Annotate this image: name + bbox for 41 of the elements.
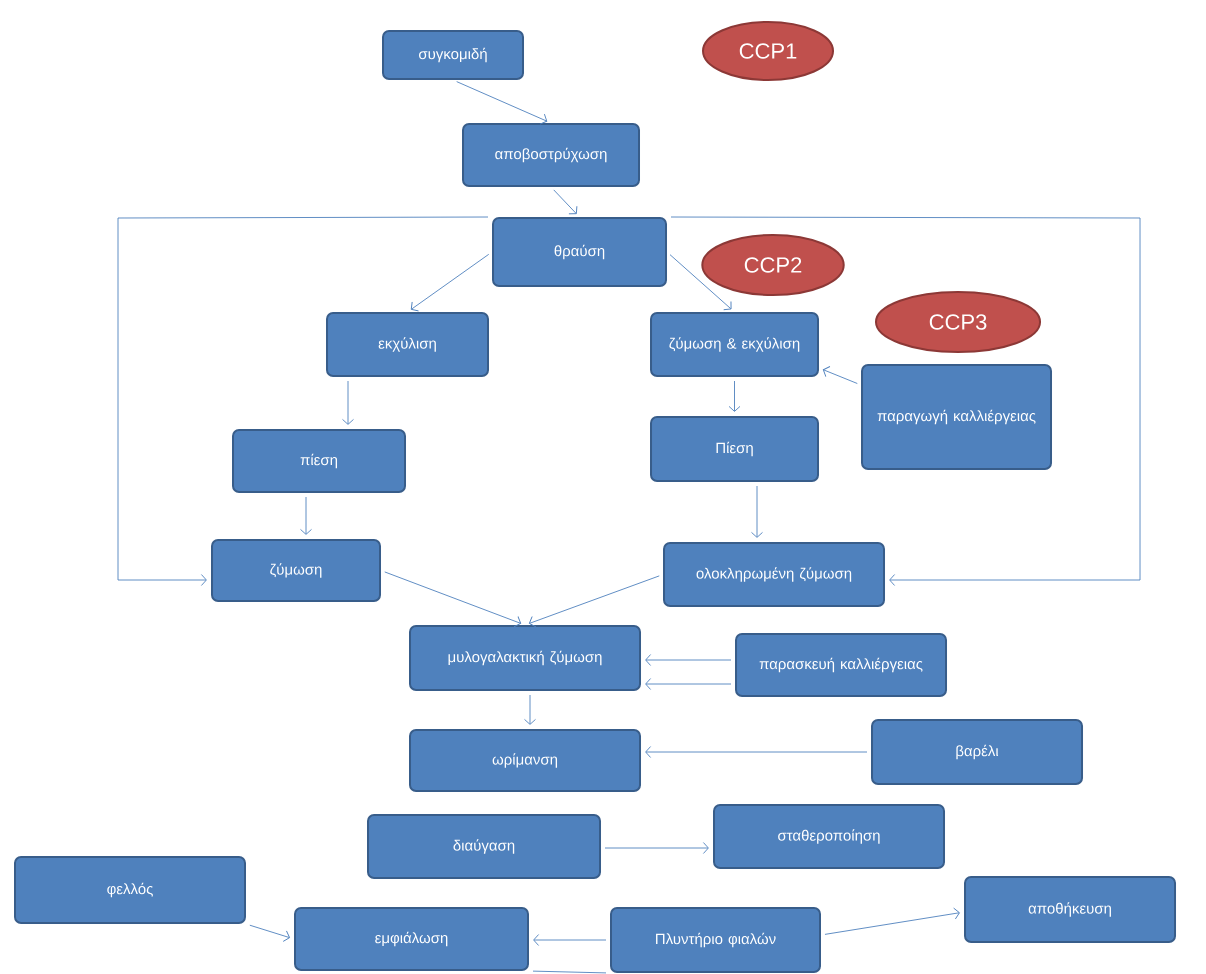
process-box: αποθήκευση <box>964 876 1176 943</box>
arrow <box>822 366 858 384</box>
arrow <box>249 924 291 942</box>
process-box: θραύση <box>492 217 667 287</box>
process-box: πίεση <box>232 429 406 493</box>
arrow <box>533 934 607 946</box>
arrow <box>824 907 960 935</box>
process-box: μυλογαλακτική ζύμωση <box>409 625 641 691</box>
arrow <box>456 81 548 125</box>
process-box: φελλός <box>14 856 246 924</box>
arrow <box>117 216 489 586</box>
arrow <box>669 254 732 311</box>
arrow <box>645 654 732 666</box>
arrow <box>553 189 578 215</box>
process-box: ζύμωση & εκχύλιση <box>650 312 819 377</box>
process-box: ωρίμανση <box>409 729 641 792</box>
arrow <box>670 216 1141 586</box>
arrow <box>300 496 312 535</box>
process-box: παραγωγή καλλιέργειας <box>861 364 1052 470</box>
arrow <box>384 571 522 628</box>
process-box: Πίεση <box>650 416 819 482</box>
arrow <box>751 485 763 538</box>
arrow <box>410 253 490 312</box>
process-box: ολοκληρωμένη ζύμωση <box>663 542 885 607</box>
arrow <box>604 842 709 854</box>
arrow <box>728 380 741 412</box>
arrow <box>342 380 354 425</box>
process-box: παρασκευή καλλιέργειας <box>735 633 947 697</box>
arrow <box>645 746 868 758</box>
process-box: αποβοστρύχωση <box>462 123 640 187</box>
process-box: διαύγαση <box>367 814 601 879</box>
process-box: σταθεροποίηση <box>713 804 945 869</box>
process-box: Πλυντήριο φιαλών <box>610 907 821 973</box>
process-box: εκχύλιση <box>326 312 489 377</box>
process-box: βαρέλι <box>871 719 1083 785</box>
process-box: εμφιάλωση <box>294 907 529 971</box>
arrow <box>524 694 536 725</box>
arrow <box>528 575 660 628</box>
arrow <box>645 678 732 690</box>
process-box: ζύμωση <box>211 539 381 602</box>
process-box: συγκομιδή <box>382 30 524 80</box>
